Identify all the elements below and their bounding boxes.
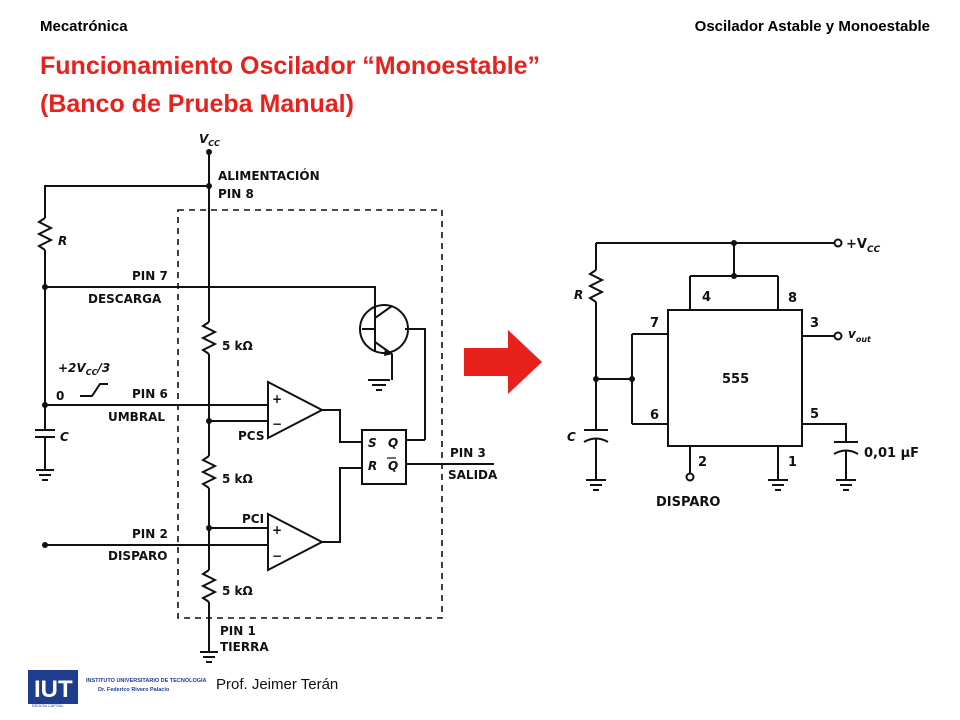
header-course: Mecatrónica	[40, 18, 128, 35]
vout-terminal	[833, 331, 843, 341]
wire-pin5	[802, 423, 847, 442]
ic-555-label: 555	[722, 372, 749, 387]
tierra-label: TIERRA	[220, 640, 269, 654]
salida-label: SALIDA	[448, 468, 498, 482]
resistor-mid-label: 5 kΩ	[222, 472, 253, 486]
threshold-pulse-label: +2VCC/3	[58, 361, 110, 377]
footer-author: Prof. Jeimer Terán	[216, 676, 339, 693]
pin3-label: PIN 3	[450, 446, 486, 460]
timing-resistor-r-right	[587, 269, 605, 303]
umbral-label: UMBRAL	[108, 410, 165, 424]
vout-label: vout	[848, 327, 872, 344]
pin7-label: PIN 7	[132, 269, 168, 283]
ground-symbol-transistor	[368, 379, 390, 391]
wire-pins-6-7	[596, 333, 668, 425]
timing-resistor-r	[36, 217, 54, 251]
pin6-label: PIN 6	[132, 387, 168, 401]
ground-symbol-c	[36, 469, 54, 481]
lower-comparator-pci	[267, 512, 325, 572]
ic-555	[667, 309, 803, 447]
trigger-input-node	[42, 542, 48, 548]
logo-block	[28, 670, 78, 704]
vcc-label-right: +VCC	[846, 237, 881, 255]
divider-resistor-bottom	[200, 569, 218, 603]
header-topic: Oscilador Astable y Monoestable	[694, 18, 930, 35]
ff-s-label: S	[368, 436, 377, 450]
slide-title-line1: Funcionamiento Oscilador “Monoestable”	[40, 52, 541, 80]
comparator-plus-sign: +	[272, 392, 282, 406]
wire-transistor-base-q	[362, 328, 426, 440]
transistor-emitter-arrow	[384, 348, 393, 356]
trigger-terminal	[685, 472, 695, 482]
ground-symbol-pin5	[836, 479, 856, 491]
pin6-label-right: 6	[650, 408, 659, 423]
pin4-label: 4	[702, 290, 711, 305]
wire-vcc-to-r	[44, 185, 209, 218]
ground-symbol-pin1	[200, 651, 218, 663]
logo-institute-subtitle: Dr. Federico Rivero Palacio	[98, 687, 170, 693]
pin8-label: PIN 8	[218, 187, 254, 201]
flip-flop	[361, 429, 407, 485]
divider-resistor-top	[200, 321, 218, 355]
resistor-top-label: 5 kΩ	[222, 339, 253, 353]
resistor-bottom-label: 5 kΩ	[222, 584, 253, 598]
timing-resistor-label: R	[58, 234, 67, 248]
pin2-label-right: 2	[698, 455, 707, 470]
pin1-label: PIN 1	[220, 624, 256, 638]
pin7-label-right: 7	[650, 316, 659, 331]
timing-capacitor-label-right: C	[567, 430, 576, 444]
node-pins-4-8	[731, 273, 737, 279]
pin3-label-right: 3	[810, 316, 819, 331]
pin2-label: PIN 2	[132, 527, 168, 541]
wire-pci-to-r	[322, 467, 362, 543]
ic-boundary	[177, 209, 443, 619]
alimentacion-label: ALIMENTACIÓN	[218, 168, 320, 183]
wire-pcs-to-s	[322, 409, 362, 443]
timing-capacitor-label: C	[60, 430, 69, 444]
logo-acronym: IUT	[34, 676, 73, 703]
monostable-internal-schematic: VCC ALIMENTACIÓN PIN 8 5 kΩ 5 kΩ 5 kΩ PI…	[35, 132, 498, 663]
ground-symbol-c-right	[586, 479, 606, 491]
timing-resistor-label-right: R	[574, 288, 583, 302]
transistor-collector-emitter	[374, 305, 393, 355]
slide-title-line2: (Banco de Prueba Manual)	[40, 90, 354, 118]
vcc-terminal	[833, 238, 843, 248]
pin5-label: 5	[810, 407, 819, 422]
control-capacitor-label: 0,01 µF	[864, 446, 919, 461]
logo-region: REGIÓN CAPITAL	[32, 703, 64, 708]
wire-pin7-discharge	[45, 286, 376, 306]
disparo-label-left: DISPARO	[108, 549, 168, 563]
pcs-label: PCS	[238, 429, 264, 443]
pulse-zero-label: 0	[56, 389, 64, 403]
timing-capacitor-c	[35, 429, 55, 438]
descarga-label: DESCARGA	[88, 292, 162, 306]
divider-resistor-mid	[200, 455, 218, 489]
vcc-label: VCC	[199, 132, 220, 148]
logo-institute-name: INSTITUTO UNIVERSITARIO DE TECNOLOGIA	[86, 678, 207, 684]
pin8-label-right: 8	[788, 291, 797, 306]
ground-symbol-pin1-right	[768, 479, 788, 491]
institution-logo: IUT INSTITUTO UNIVERSITARIO DE TECNOLOGI…	[28, 670, 207, 708]
comparator-minus-sign: −	[272, 549, 282, 563]
transition-arrow	[464, 330, 542, 394]
ff-q-label: Q	[388, 436, 398, 450]
ff-r-label: R	[368, 459, 377, 473]
threshold-pulse-icon	[80, 383, 108, 397]
monostable-555-schematic: +VCC 4 8 555 R 7 6 C 3 vout 5	[567, 237, 919, 510]
disparo-label-right: DISPARO	[656, 495, 720, 510]
ff-qbar-label: Q	[388, 459, 398, 473]
comparator-plus-sign: +	[272, 523, 282, 537]
pci-label: PCI	[242, 512, 264, 526]
pin1-label-right: 1	[788, 455, 797, 470]
upper-comparator-pcs	[267, 380, 325, 440]
comparator-minus-sign: −	[272, 417, 282, 431]
